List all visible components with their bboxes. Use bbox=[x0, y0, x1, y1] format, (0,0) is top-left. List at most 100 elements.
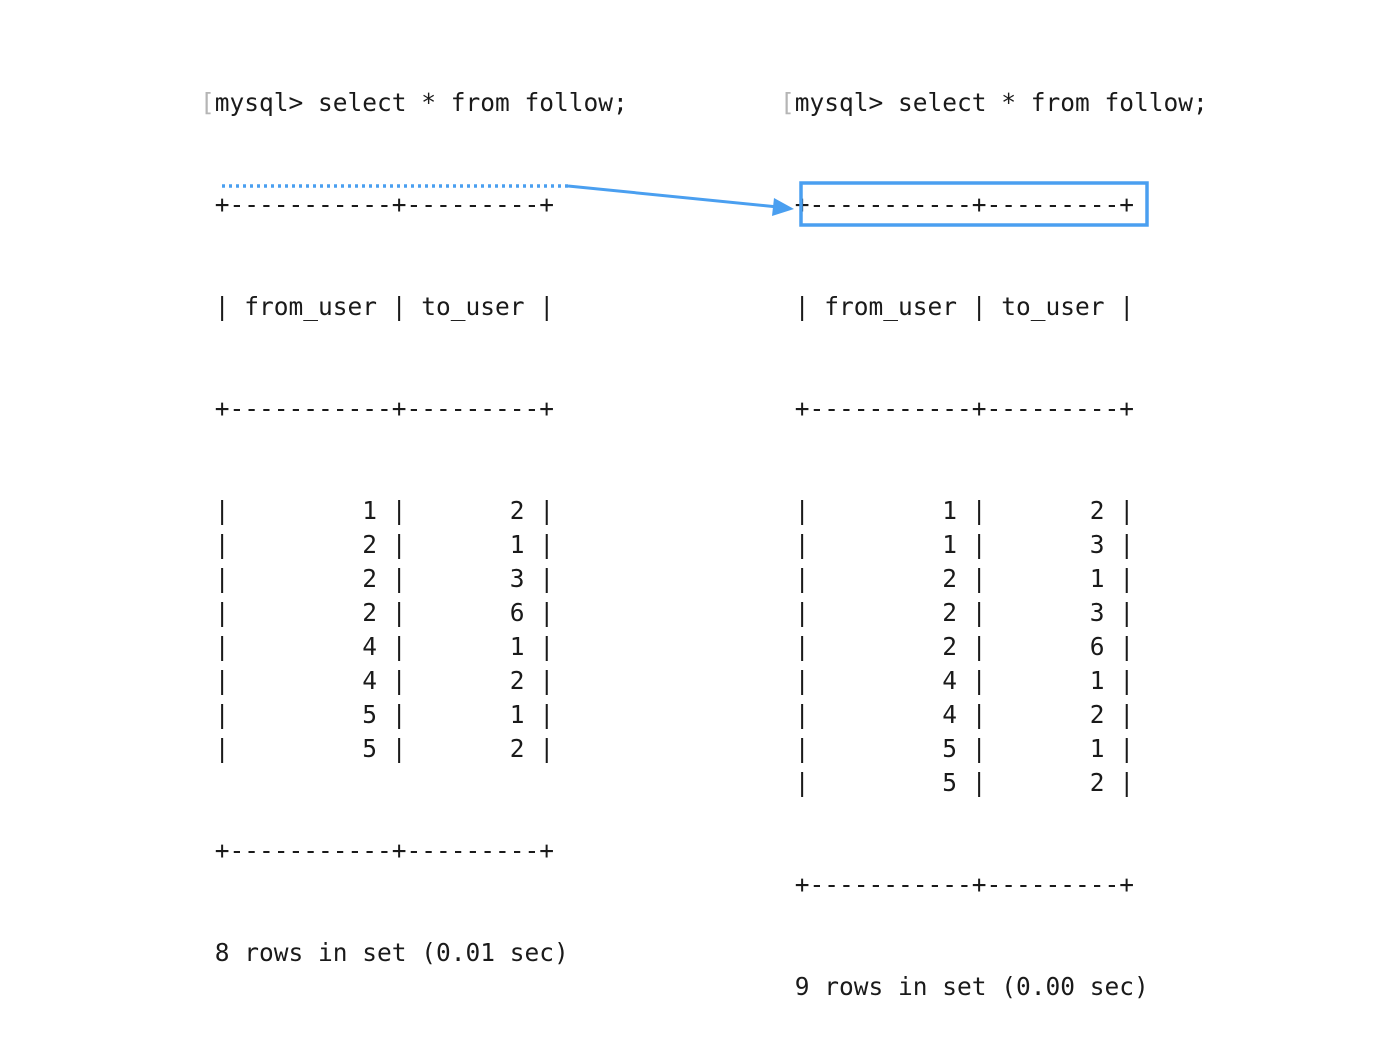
to-user-value: 2 bbox=[986, 700, 1105, 729]
table-row: | 2 | 1 | bbox=[200, 528, 628, 562]
left-command: mysql> select * from follow; bbox=[214, 88, 628, 117]
row-pipe: | bbox=[780, 632, 810, 661]
left-table-header-border: +-----------+---------+ bbox=[200, 394, 555, 423]
row-pipe: | bbox=[780, 496, 810, 525]
left-header-pipe: | bbox=[377, 292, 422, 321]
row-pipe: | bbox=[524, 530, 555, 559]
table-row: | 1 | 2 | bbox=[780, 494, 1208, 528]
from-user-value: 5 bbox=[809, 734, 958, 763]
from-user-value: 2 bbox=[809, 632, 958, 661]
from-user-value: 4 bbox=[229, 632, 378, 661]
right-table-bottom-border: +-----------+---------+ bbox=[780, 870, 1135, 899]
table-row: | 2 | 6 | bbox=[200, 596, 628, 630]
table-row: | 1 | 2 | bbox=[200, 494, 628, 528]
row-pipe: | bbox=[200, 564, 230, 593]
from-user-value: 5 bbox=[229, 734, 378, 763]
to-user-value: 3 bbox=[986, 598, 1105, 627]
row-pipe: | bbox=[780, 768, 810, 797]
row-pipe: | bbox=[1104, 768, 1135, 797]
row-pipe: | bbox=[524, 666, 555, 695]
row-pipe: | bbox=[200, 632, 230, 661]
table-row: | 4 | 2 | bbox=[200, 664, 628, 698]
table-row: | 5 | 2 | bbox=[200, 732, 628, 766]
from-user-value: 2 bbox=[229, 598, 378, 627]
row-pipe: | bbox=[377, 564, 407, 593]
row-pipe: | bbox=[200, 530, 230, 559]
row-pipe: | bbox=[377, 734, 407, 763]
right-header-pipe: | bbox=[780, 292, 825, 321]
from-user-value: 1 bbox=[809, 496, 958, 525]
row-pipe: | bbox=[524, 496, 555, 525]
to-user-value: 2 bbox=[406, 496, 525, 525]
row-pipe: | bbox=[780, 598, 810, 627]
left-table-bottom-border: +-----------+---------+ bbox=[200, 836, 555, 865]
row-pipe: | bbox=[780, 700, 810, 729]
from-user-value: 2 bbox=[809, 598, 958, 627]
row-pipe: | bbox=[1104, 734, 1135, 763]
table-row: | 5 | 2 | bbox=[780, 766, 1208, 800]
to-user-value: 1 bbox=[406, 530, 525, 559]
right-row-count-summary: 9 rows in set (0.00 sec) bbox=[780, 972, 1149, 1001]
left-header-pipe: | bbox=[200, 292, 245, 321]
right-prompt-bracket: [ bbox=[780, 88, 795, 117]
left-row-count-summary: 8 rows in set (0.01 sec) bbox=[200, 938, 569, 967]
to-user-value: 3 bbox=[986, 530, 1105, 559]
from-user-value: 2 bbox=[229, 564, 378, 593]
row-pipe: | bbox=[780, 564, 810, 593]
from-user-value: 5 bbox=[809, 768, 958, 797]
row-pipe: | bbox=[780, 530, 810, 559]
left-table-top-border: +-----------+---------+ bbox=[200, 190, 555, 219]
right-header-from-user: from_user bbox=[824, 292, 958, 321]
row-pipe: | bbox=[957, 768, 987, 797]
left-header-pipe: | bbox=[524, 292, 555, 321]
right-command-line: [mysql> select * from follow; bbox=[780, 86, 1208, 120]
row-pipe: | bbox=[1104, 598, 1135, 627]
table-row: | 5 | 1 | bbox=[200, 698, 628, 732]
row-pipe: | bbox=[524, 598, 555, 627]
from-user-value: 4 bbox=[229, 666, 378, 695]
table-row: | 2 | 6 | bbox=[780, 630, 1208, 664]
row-pipe: | bbox=[377, 632, 407, 661]
row-pipe: | bbox=[780, 666, 810, 695]
table-row: | 1 | 3 | bbox=[780, 528, 1208, 562]
left-prompt-bracket: [ bbox=[200, 88, 215, 117]
row-pipe: | bbox=[377, 700, 407, 729]
to-user-value: 3 bbox=[406, 564, 525, 593]
row-pipe: | bbox=[957, 632, 987, 661]
table-row: | 2 | 3 | bbox=[200, 562, 628, 596]
row-pipe: | bbox=[200, 700, 230, 729]
row-pipe: | bbox=[377, 530, 407, 559]
to-user-value: 1 bbox=[406, 700, 525, 729]
right-table-top-border: +-----------+---------+ bbox=[780, 190, 1135, 219]
row-pipe: | bbox=[377, 598, 407, 627]
left-table-header: | from_user | to_user | bbox=[200, 290, 628, 324]
row-pipe: | bbox=[377, 666, 407, 695]
to-user-value: 1 bbox=[986, 564, 1105, 593]
row-pipe: | bbox=[1104, 666, 1135, 695]
from-user-value: 5 bbox=[229, 700, 378, 729]
from-user-value: 4 bbox=[809, 666, 958, 695]
row-pipe: | bbox=[957, 496, 987, 525]
row-pipe: | bbox=[1104, 530, 1135, 559]
row-pipe: | bbox=[200, 496, 230, 525]
table-row: | 4 | 1 | bbox=[780, 664, 1208, 698]
row-pipe: | bbox=[200, 734, 230, 763]
row-pipe: | bbox=[1104, 496, 1135, 525]
from-user-value: 1 bbox=[809, 530, 958, 559]
to-user-value: 1 bbox=[986, 666, 1105, 695]
from-user-value: 1 bbox=[229, 496, 378, 525]
row-pipe: | bbox=[957, 598, 987, 627]
from-user-value: 2 bbox=[229, 530, 378, 559]
row-pipe: | bbox=[957, 530, 987, 559]
left-table-body: | 1 | 2 | | 2 | 1 | | 2 | 3 | | 2 | 6 | … bbox=[200, 494, 628, 766]
right-command: mysql> select * from follow; bbox=[794, 88, 1208, 117]
left-header-from-user: from_user bbox=[244, 292, 378, 321]
row-pipe: | bbox=[524, 564, 555, 593]
to-user-value: 1 bbox=[406, 632, 525, 661]
table-row: | 4 | 1 | bbox=[200, 630, 628, 664]
right-table-header: | from_user | to_user | bbox=[780, 290, 1208, 324]
row-pipe: | bbox=[1104, 632, 1135, 661]
right-header-pipe: | bbox=[957, 292, 1002, 321]
row-pipe: | bbox=[957, 564, 987, 593]
right-table-header-border: +-----------+---------+ bbox=[780, 394, 1135, 423]
